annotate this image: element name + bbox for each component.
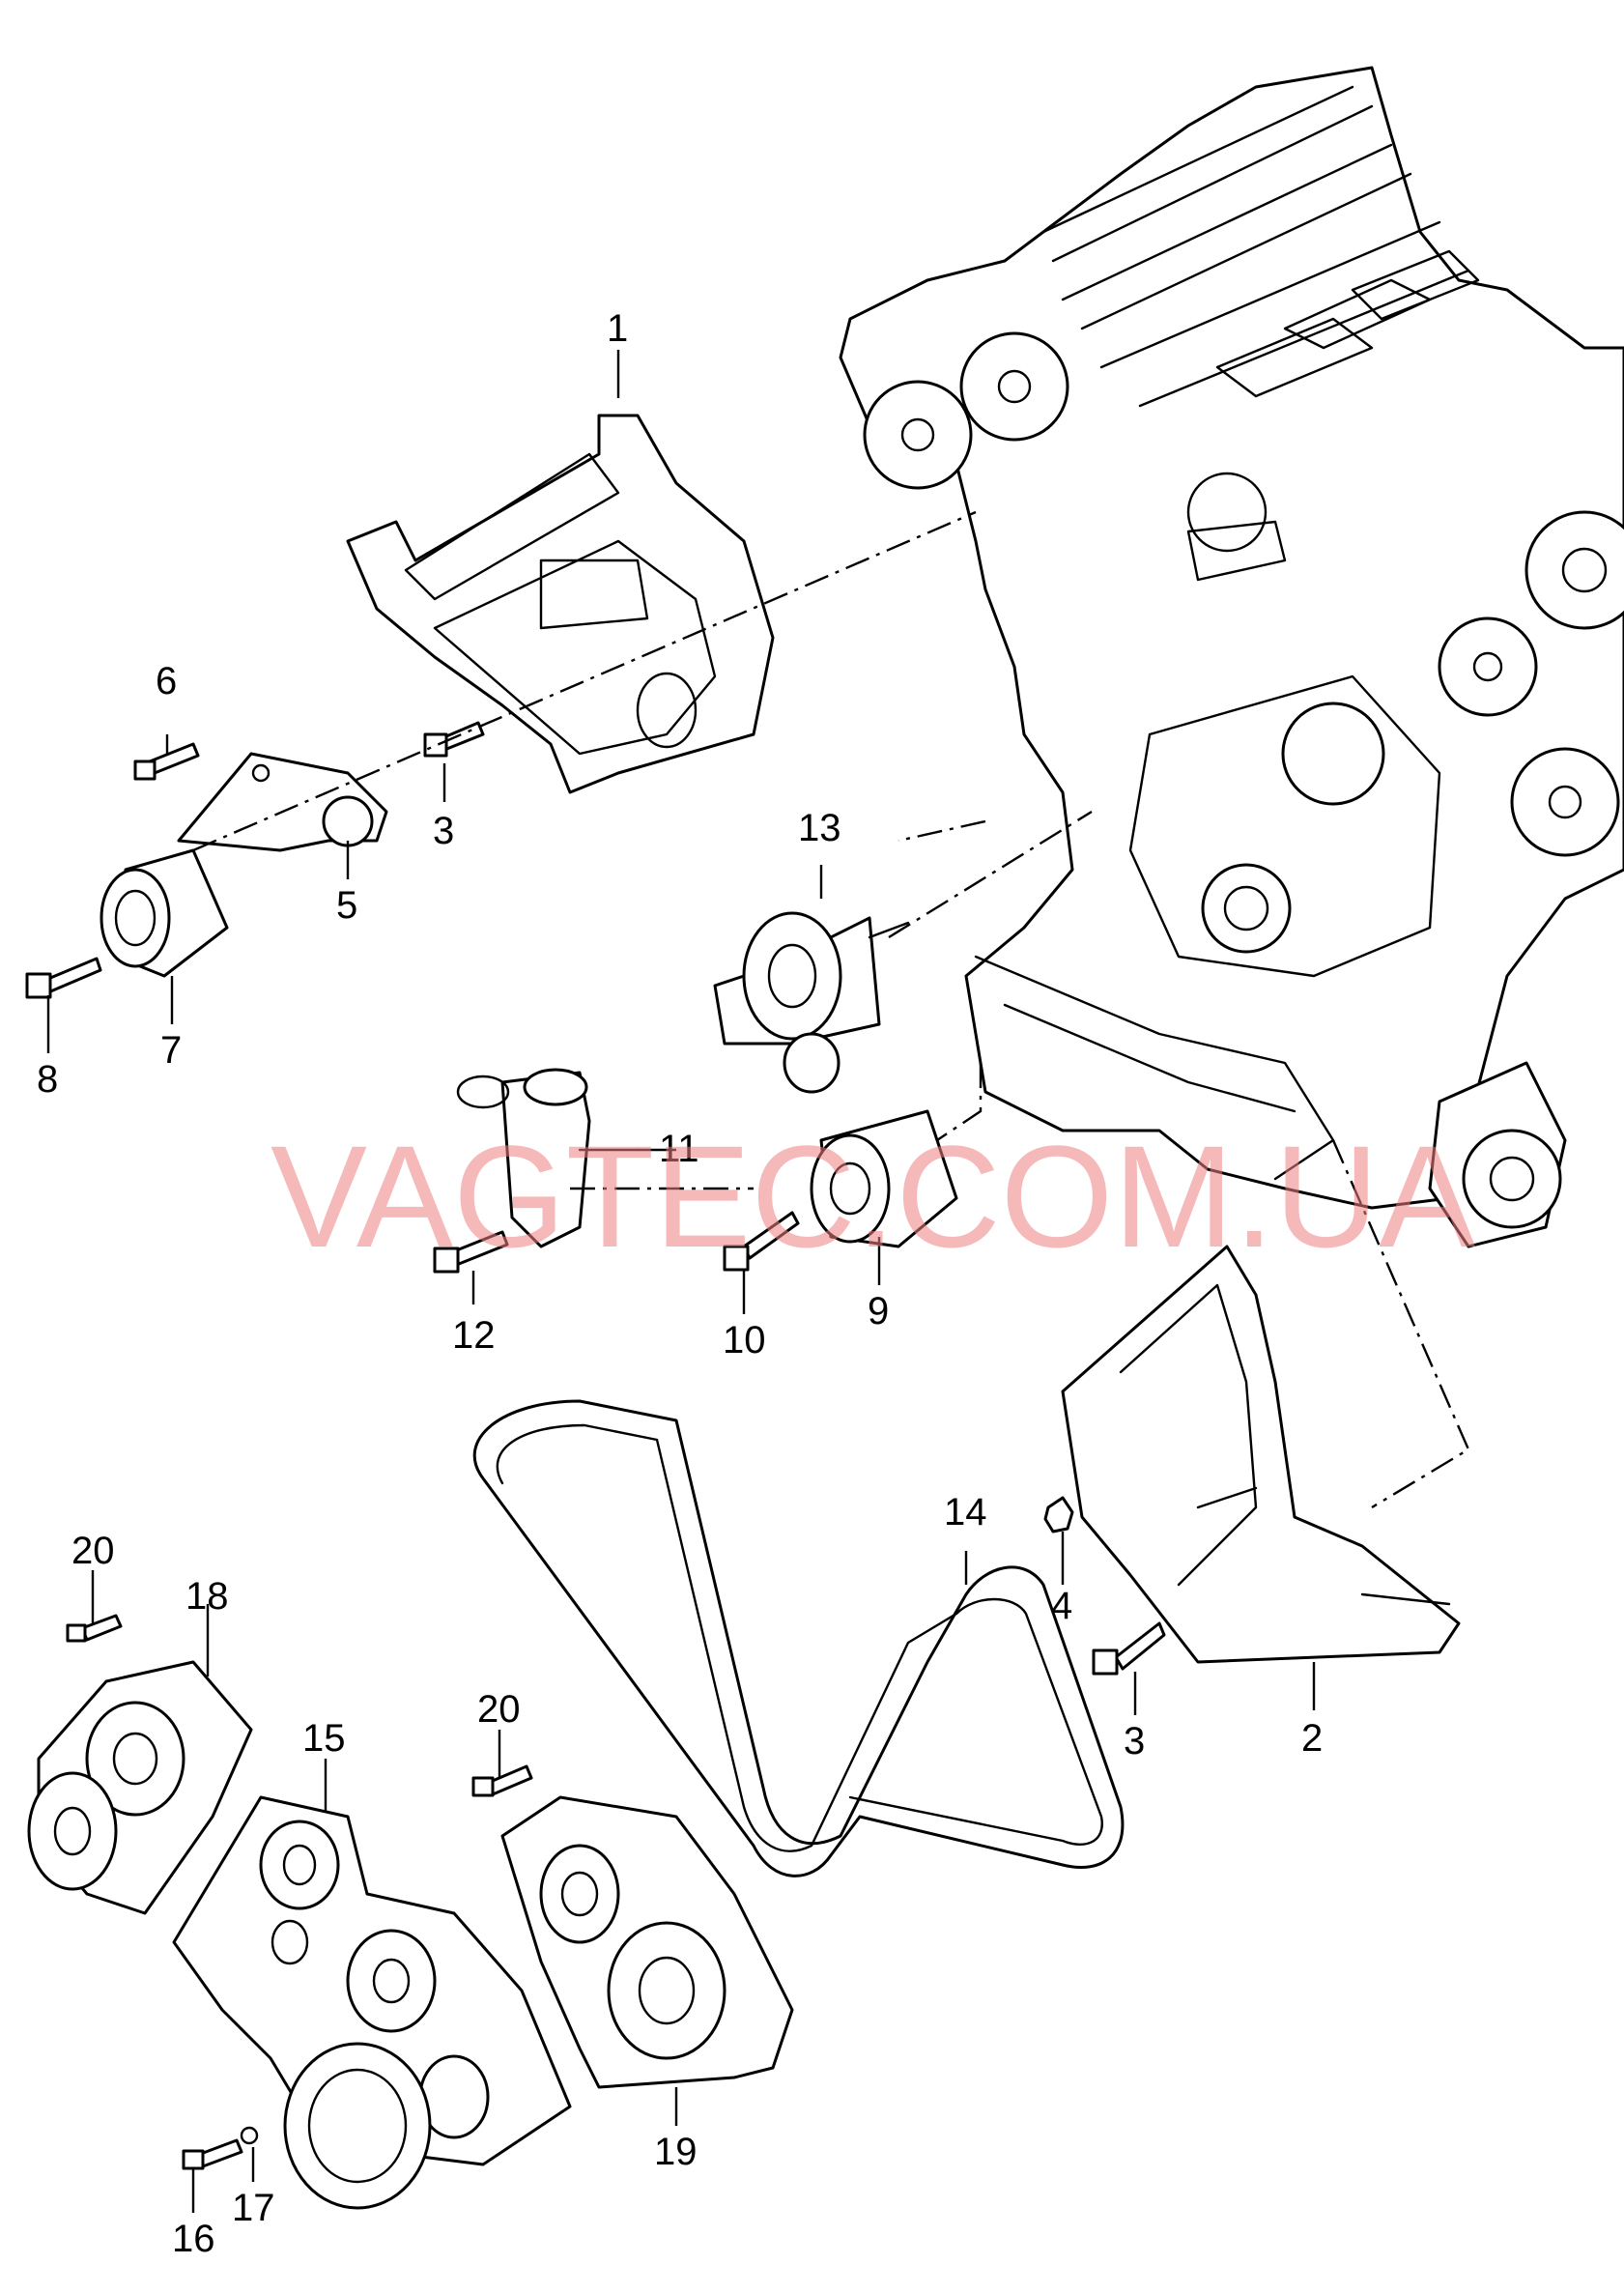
callout-13: 13	[798, 807, 841, 849]
callout-3: 3	[433, 810, 454, 852]
part-7-idler-pulley-icon	[100, 848, 229, 978]
callout-11: 11	[659, 1128, 699, 1170]
part-18-cover	[27, 1660, 253, 1915]
callout-14: 14	[944, 1491, 987, 1533]
callout-19: 19	[654, 2131, 698, 2173]
callout-3: 3	[1124, 1720, 1145, 1763]
part-13-tensioner-pulley-icon	[713, 911, 910, 1094]
callout-12: 12	[452, 1314, 496, 1357]
callout-18: 18	[185, 1575, 229, 1618]
part-2-cover	[1061, 1245, 1461, 1664]
callout-20: 20	[71, 1530, 115, 1572]
part-19-timing-cover	[500, 1795, 794, 2089]
callout-7: 7	[160, 1029, 182, 1072]
bolt-icon	[182, 2126, 259, 2170]
callout-2: 2	[1301, 1717, 1323, 1760]
callout-15: 15	[302, 1717, 346, 1760]
callout-8: 8	[37, 1058, 58, 1101]
bolt-icon	[133, 742, 200, 781]
bolt-icon	[66, 1614, 123, 1643]
callout-9: 9	[868, 1290, 889, 1333]
part-9-idler-pulley-icon	[810, 1109, 958, 1248]
callout-4: 4	[1051, 1585, 1072, 1627]
callout-20: 20	[477, 1688, 521, 1731]
bolt-icon	[471, 1764, 533, 1797]
bolt-icon	[1092, 1621, 1166, 1676]
bolt-icon	[423, 721, 485, 758]
part-15-cover	[172, 1795, 572, 2210]
callout-1: 1	[607, 307, 628, 350]
callout-labels: 1 2 3 3 4 5 6 7 8 9 10 11 12 13 14 15 16…	[37, 307, 1323, 2260]
bolt-icon	[723, 1211, 800, 1272]
callout-5: 5	[336, 884, 357, 927]
leader-lines	[46, 350, 1316, 2213]
part-5-bracket	[177, 752, 388, 852]
part-14-drive-belt-icon	[472, 1399, 1125, 1877]
callout-10: 10	[723, 1319, 766, 1361]
engine-block	[839, 66, 1624, 1248]
bolt-icon	[433, 1230, 509, 1274]
callout-16: 16	[172, 2218, 215, 2260]
crankshaft-pulley-icon	[1428, 1061, 1567, 1248]
callout-17: 17	[232, 2187, 275, 2229]
watermark: VAGTEC.COM.UA	[271, 1115, 1475, 1277]
assembly-lines	[192, 510, 1470, 1509]
part-1-timing-cover	[346, 414, 775, 794]
camshaft-sprocket-icon	[863, 331, 1069, 490]
part-11-tensioner-icon	[456, 1068, 640, 1248]
camshaft-sprocket-icon	[1438, 510, 1624, 857]
callout-6: 6	[156, 660, 177, 702]
nut-icon	[1043, 1496, 1074, 1533]
bolt-icon	[25, 957, 102, 999]
